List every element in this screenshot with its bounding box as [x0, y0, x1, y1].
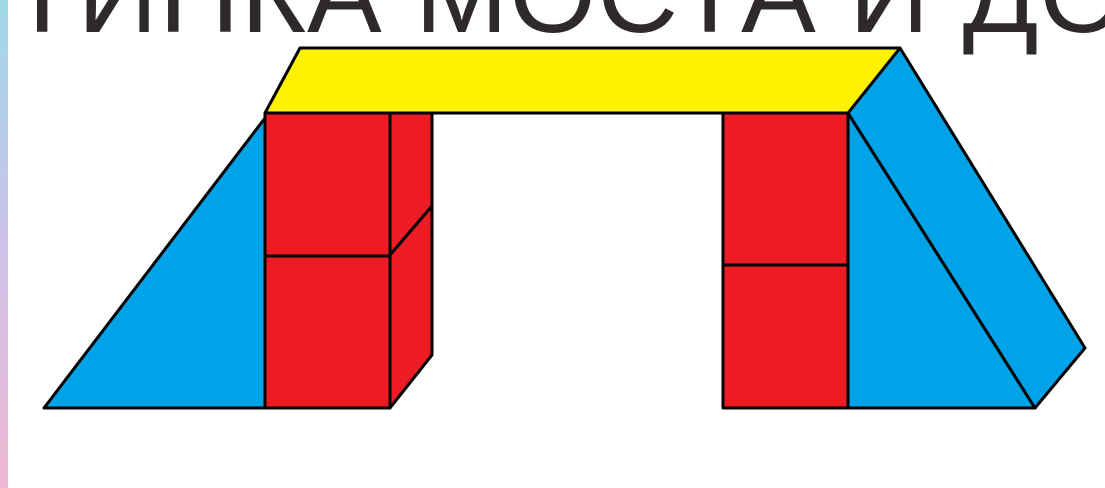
right-pillar-top-cube [723, 113, 848, 265]
bridge-deck [265, 48, 900, 113]
left-pillar-bottom-cube [265, 256, 390, 408]
bridge-drawing [8, 0, 1105, 488]
left-ramp [44, 118, 265, 408]
slide-panel: ТИНКА МОСТА И ДОРОГИ [8, 0, 1105, 488]
right-pillar-bottom-cube [723, 265, 848, 408]
left-pillar-top-cube [265, 113, 390, 256]
left-pillar-side [390, 113, 432, 408]
